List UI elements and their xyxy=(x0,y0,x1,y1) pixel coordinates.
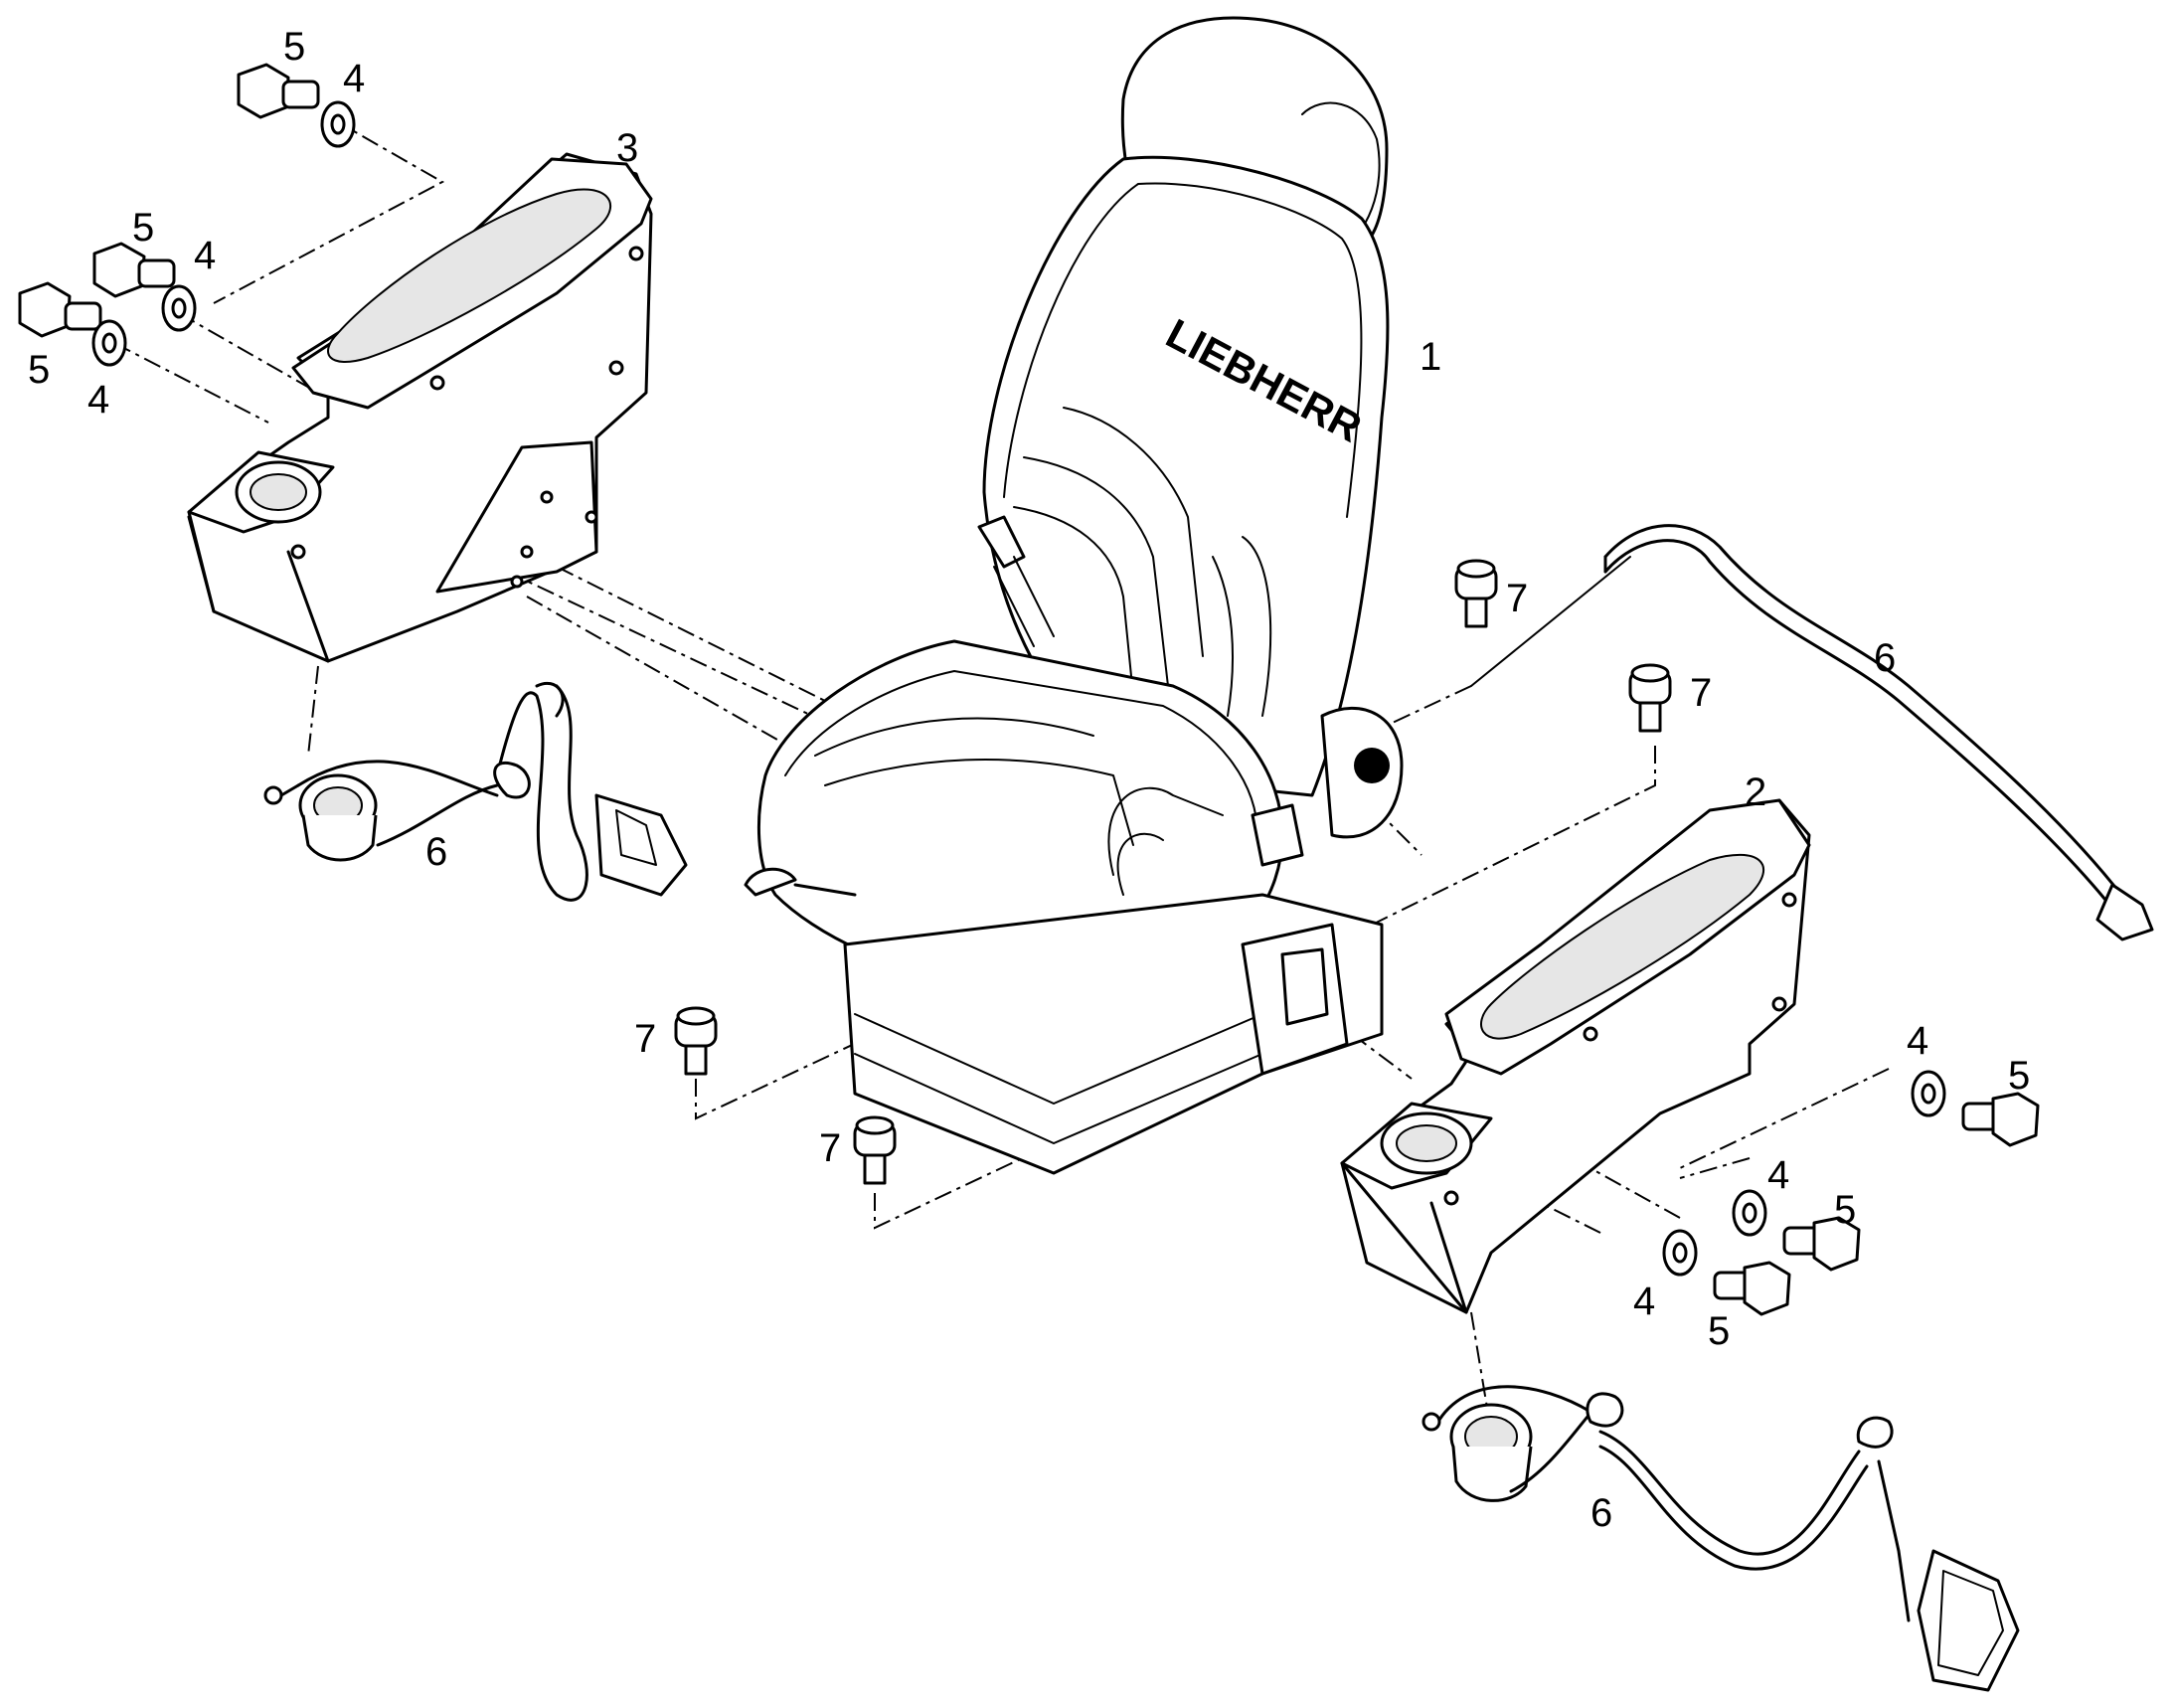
bolt-right-low xyxy=(1713,1261,1791,1316)
label-screw-lower-2: 7 xyxy=(819,1126,841,1170)
bolt-mid-left xyxy=(92,242,176,298)
right-armrest xyxy=(1340,798,1811,1314)
label-washer-low-left: 4 xyxy=(87,378,109,422)
washer-top-left xyxy=(320,100,356,148)
label-seat: 1 xyxy=(1420,335,1441,379)
label-screw-upper-2: 7 xyxy=(1690,671,1712,715)
label-bolt-top-left: 5 xyxy=(283,25,305,69)
washer-right-mid xyxy=(1732,1189,1767,1237)
right-fasteners xyxy=(1662,1070,2040,1316)
label-left-armrest: 3 xyxy=(616,126,638,170)
label-washer-right-top: 4 xyxy=(1907,1019,1928,1063)
screw-lower-left-2 xyxy=(853,1115,897,1185)
label-screw-upper-1: 7 xyxy=(1506,577,1528,620)
left-harness xyxy=(263,681,688,902)
screw-upper-right-1 xyxy=(1454,559,1498,628)
screw-upper-right-2 xyxy=(1628,663,1672,733)
label-bolt-right-low: 5 xyxy=(1708,1309,1730,1353)
cable-top-right xyxy=(1470,524,2154,941)
washer-low-left xyxy=(91,319,127,367)
screws xyxy=(674,559,1672,1185)
label-bolt-low-left: 5 xyxy=(28,348,50,392)
washer-mid-left xyxy=(161,284,197,332)
seat-assembly: LIEBHERR xyxy=(744,16,1404,1175)
label-washer-mid-left: 4 xyxy=(194,234,216,277)
bolt-top-left xyxy=(237,63,320,119)
label-cable-top-right: 6 xyxy=(1874,636,1896,680)
part-labels: 1 2 3 5 4 5 4 5 4 6 6 6 7 7 7 7 4 5 4 5 … xyxy=(28,25,2030,1535)
label-right-armrest: 2 xyxy=(1745,770,1766,814)
screw-lower-left-1 xyxy=(674,1006,718,1076)
bolt-right-mid xyxy=(1782,1216,1861,1272)
bolt-low-left xyxy=(18,281,102,338)
label-bolt-right-mid: 5 xyxy=(1834,1188,1856,1232)
label-bolt-mid-left: 5 xyxy=(132,206,154,250)
assembly-leader-lines xyxy=(113,118,1890,1433)
label-screw-lower-1: 7 xyxy=(634,1017,656,1061)
label-bolt-right-top: 5 xyxy=(2008,1054,2030,1098)
right-harness xyxy=(1421,1385,2020,1692)
washer-right-low xyxy=(1662,1229,1698,1277)
washer-right-top xyxy=(1911,1070,1946,1117)
bolt-right-top xyxy=(1961,1092,2040,1147)
label-washer-right-low: 4 xyxy=(1633,1280,1655,1323)
left-armrest xyxy=(187,152,653,663)
label-harness-left: 6 xyxy=(425,830,447,874)
label-washer-top-left: 4 xyxy=(343,57,365,100)
label-washer-right-mid: 4 xyxy=(1767,1153,1789,1197)
left-fasteners xyxy=(18,63,356,367)
label-harness-right: 6 xyxy=(1590,1491,1612,1535)
